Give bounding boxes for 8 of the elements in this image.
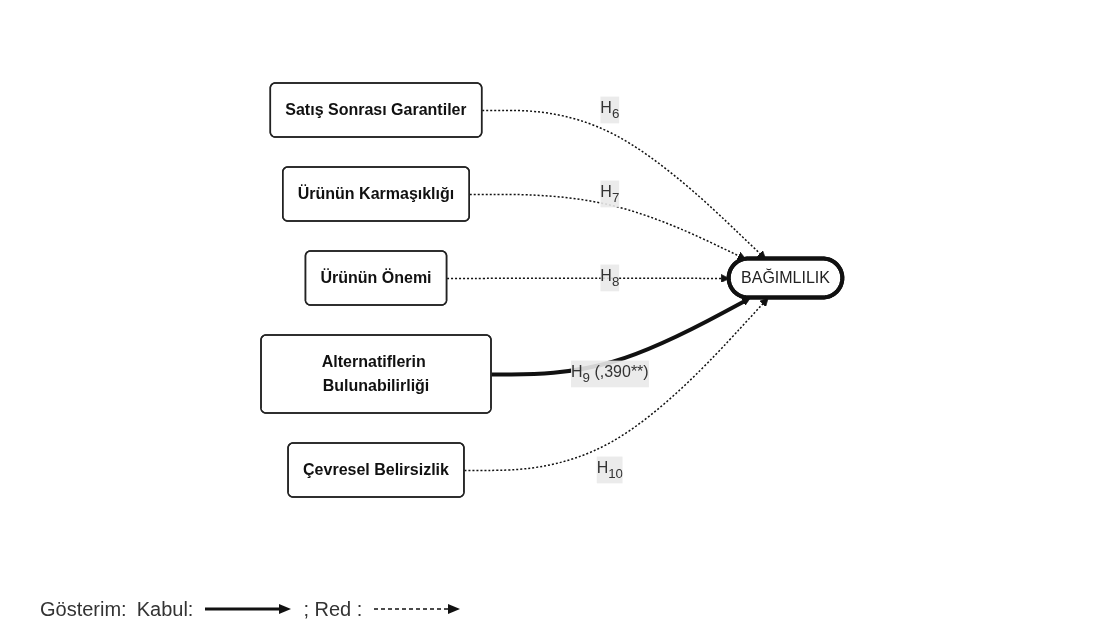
edge-label: H$_{8}$	[600, 266, 620, 289]
edge-label: H$_{6}$	[600, 98, 620, 121]
legend-text: ; Red :	[303, 597, 363, 621]
edge-label: H$_{10}$	[596, 458, 624, 481]
edge-label: H$_{7}$	[600, 182, 620, 205]
legend-text: Kabul:	[136, 597, 194, 621]
legend-title: Gösterim:	[40, 597, 127, 621]
edge-label: H$_{9}$ (,390**)	[571, 362, 650, 385]
